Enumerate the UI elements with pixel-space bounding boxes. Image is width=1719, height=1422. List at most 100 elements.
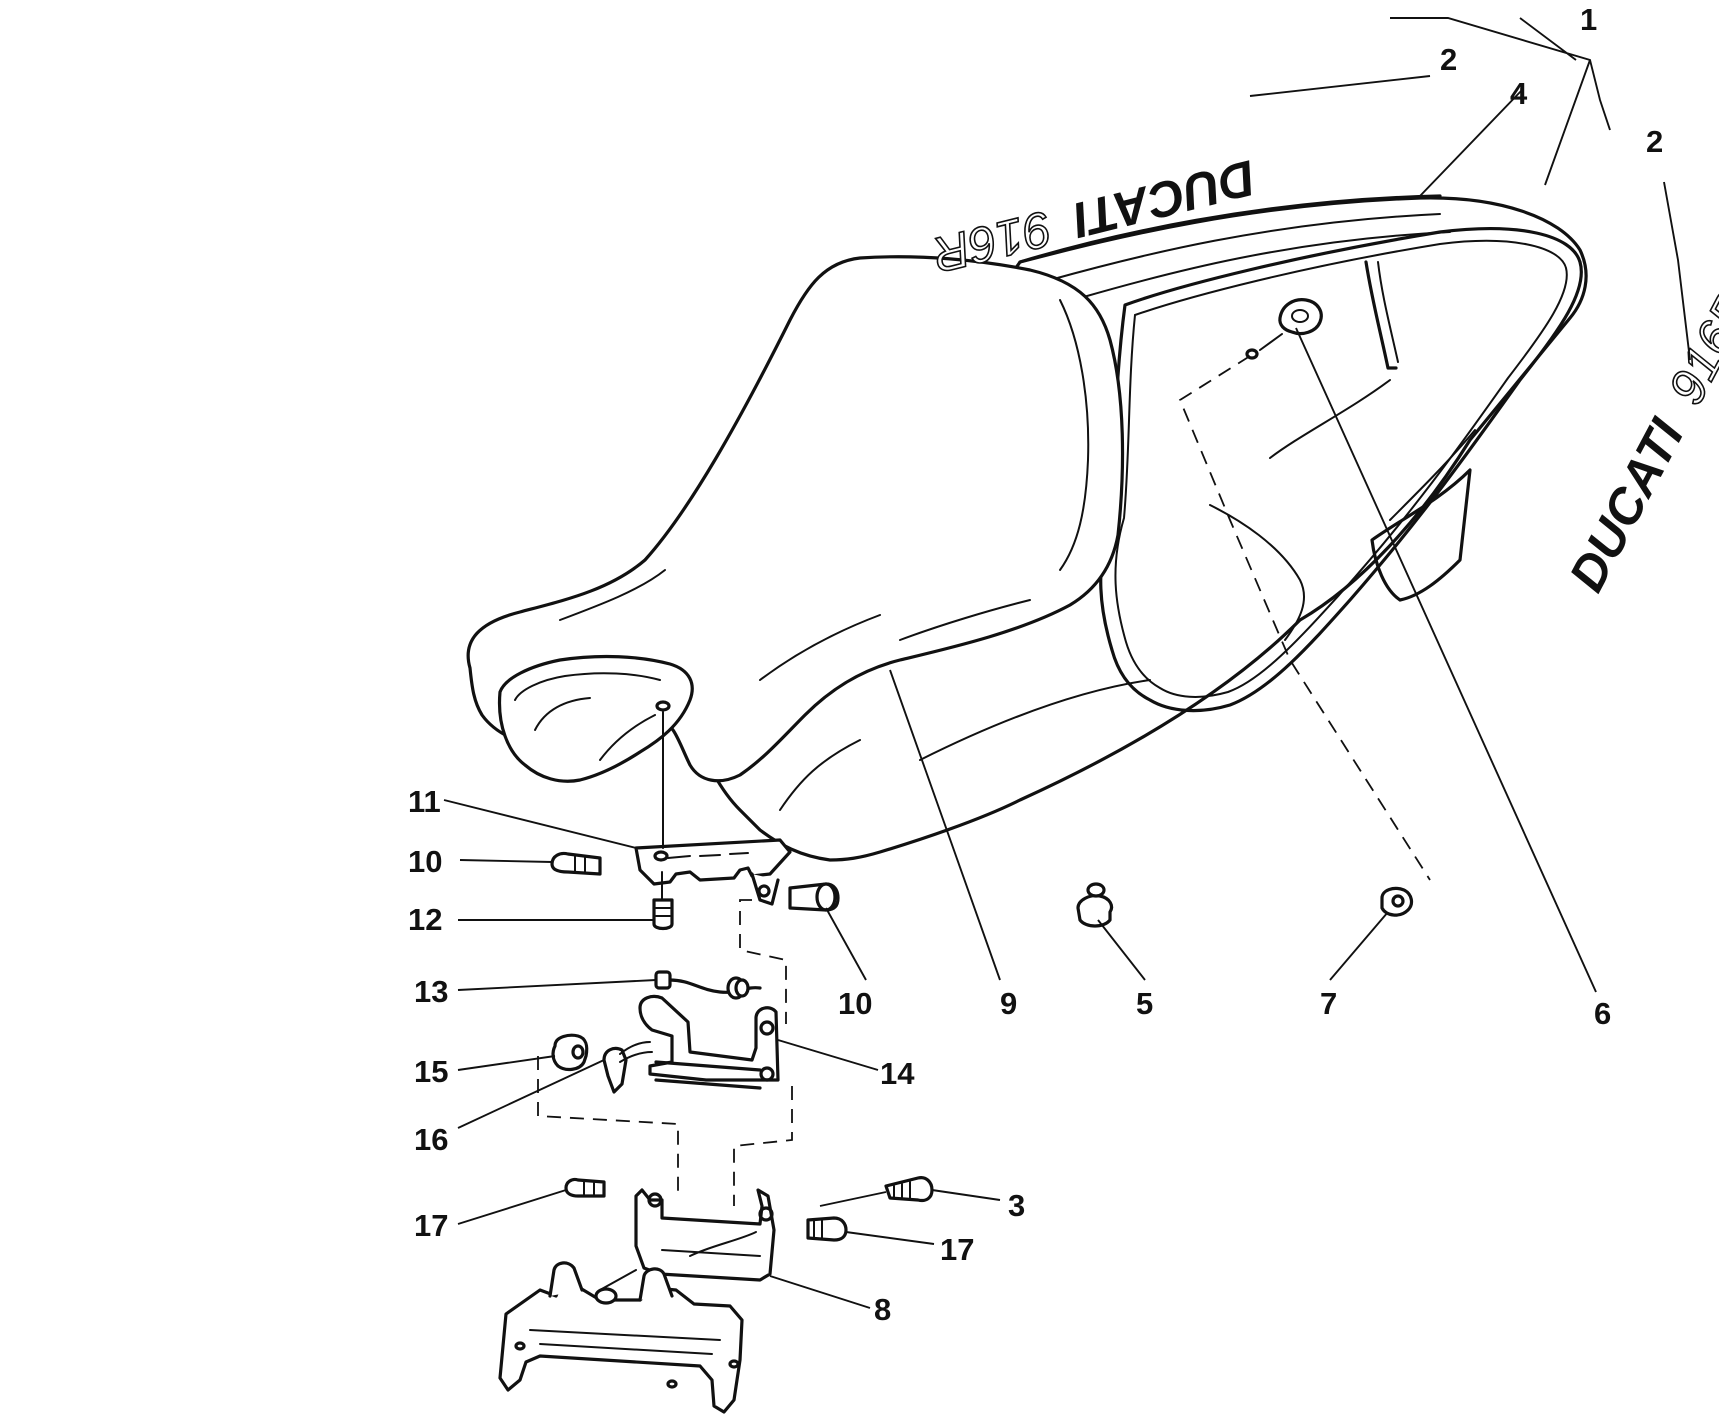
leader-10-right (825, 907, 867, 981)
callout-3: 3 (1008, 1188, 1025, 1223)
callout-17-left: 17 (414, 1208, 448, 1243)
leader-2-top (1249, 75, 1431, 97)
lower-hinge-bracket-8-hole-right (758, 1206, 774, 1222)
callout-1: 1 (1580, 2, 1597, 37)
callout-15: 15 (414, 1054, 448, 1089)
leader-16 (457, 1059, 605, 1129)
seat-mount-bracket-hole (653, 850, 669, 862)
lower-hinge-bracket-8-fold (661, 1231, 761, 1257)
screw-12 (652, 898, 674, 931)
leader-6 (1295, 327, 1597, 993)
bolt-3-thread (893, 1181, 911, 1199)
grommet-7-hole (1391, 894, 1405, 908)
screw-17-right (806, 1216, 848, 1242)
assembly-line-bracket-base (599, 1269, 637, 1291)
hinge-plate-14 (638, 994, 780, 1082)
callout-11: 11 (408, 784, 441, 819)
leader-8 (769, 1275, 871, 1309)
hinge-plate-14-hole-top (759, 1020, 775, 1036)
tail-cover-outline-inner (1114, 239, 1568, 698)
leader-10-left (459, 859, 553, 863)
decal-side-brand: DUCATI (1558, 409, 1695, 600)
frame-mount-base-rib (529, 1329, 721, 1355)
screw-17-right-thread (813, 1219, 823, 1239)
leader-4 (1419, 89, 1523, 197)
callout-17-right: 17 (940, 1232, 974, 1267)
callout-5: 5 (1136, 986, 1153, 1021)
hinge-hardware (498, 838, 1414, 1414)
leader-lines (443, 17, 1691, 1309)
assembly-lines (537, 355, 1431, 1291)
callout-7: 7 (1320, 986, 1337, 1021)
callout-8: 8 (874, 1292, 891, 1327)
leader-1 (1390, 17, 1611, 186)
callout-4: 4 (1510, 76, 1528, 111)
callout-13: 13 (414, 974, 448, 1009)
leader-13 (457, 979, 657, 991)
tail-lower-recess (1370, 468, 1472, 602)
callout-2-top: 2 (1440, 42, 1457, 77)
callout-10-right: 10 (838, 986, 872, 1021)
tail-handle-slot (1364, 260, 1398, 370)
seat-lock-boss (1278, 298, 1323, 336)
callout-6: 6 (1594, 996, 1611, 1031)
spacer-15 (551, 1033, 589, 1072)
spring-clip-16-coil (619, 1041, 653, 1063)
tail-ridge-inner (1049, 213, 1441, 281)
seat-base-front-rib-2 (599, 714, 656, 761)
frame-mount-base-hole-1 (514, 1341, 526, 1351)
callout-labels: 1 2 2 3 4 5 6 7 8 9 10 10 11 12 13 14 15… (408, 2, 1663, 1327)
seat-mount-bracket (634, 838, 792, 886)
hinge-plate-14-rod (654, 1060, 762, 1090)
cable-13-end-left (654, 970, 672, 990)
assembly-line-hinge-bottom (733, 1086, 793, 1206)
seat-mount-bracket-slots (667, 852, 749, 859)
seat-lock-pin (1259, 333, 1283, 351)
leader-14 (777, 1039, 879, 1071)
tail-side-contour (1269, 379, 1391, 459)
spacer-15-hole (571, 1044, 585, 1060)
frame-mount-base-hole-3 (728, 1359, 740, 1369)
rider-seat-contour-3 (759, 614, 881, 681)
callout-9: 9 (1000, 986, 1017, 1021)
leader-17-right (845, 1231, 935, 1245)
tail-side-contour-2 (1389, 429, 1476, 521)
seat-lock-boss-inner (1291, 309, 1309, 323)
frame-mount-base-lug-left (548, 1261, 584, 1298)
seat-side-panel (1209, 504, 1305, 641)
leader-9 (889, 669, 1001, 981)
seat-side-crease-2 (919, 679, 1151, 761)
assembly-line-hinge-left (537, 1056, 679, 1194)
grommet-7 (1380, 886, 1414, 917)
leader-7 (1329, 911, 1389, 981)
rubber-bumper-5-top (1086, 882, 1106, 898)
screw-12-thread (655, 907, 671, 917)
leader-15 (457, 1055, 556, 1071)
screw-17-left-thread (583, 1181, 595, 1197)
decal-side: DUCATI 916R (1558, 280, 1719, 600)
lower-hinge-bracket-8 (634, 1188, 776, 1282)
seat-mount-bracket-tab (750, 872, 780, 906)
seat-lock-washer (1245, 348, 1259, 360)
leader-3 (819, 1189, 1001, 1207)
callout-2-side: 2 (1646, 124, 1663, 159)
seat-mount-hole (655, 700, 671, 712)
seat-base-front (497, 654, 694, 783)
frame-mount-base-boss (594, 1287, 618, 1305)
callout-10-left: 10 (408, 844, 442, 879)
hinge-plate-14-hole-bottom (759, 1066, 775, 1082)
tail-ridge-inner2 (1079, 231, 1451, 299)
seat-assembly (466, 194, 1588, 862)
screw-10-left-thread (574, 855, 586, 874)
tail-handle-slot-inner (1377, 261, 1399, 363)
leader-5 (1097, 919, 1146, 981)
leader-2-side (1663, 181, 1691, 361)
rider-seat-contour-2 (899, 599, 1031, 641)
leader-17-left (457, 1189, 567, 1225)
pin-10-right-end (815, 882, 837, 912)
callout-12: 12 (408, 902, 442, 937)
frame-mount-base-lug-right (638, 1267, 674, 1302)
tail-ridge-line (1018, 194, 1442, 264)
assembly-line-lock (1178, 355, 1431, 881)
